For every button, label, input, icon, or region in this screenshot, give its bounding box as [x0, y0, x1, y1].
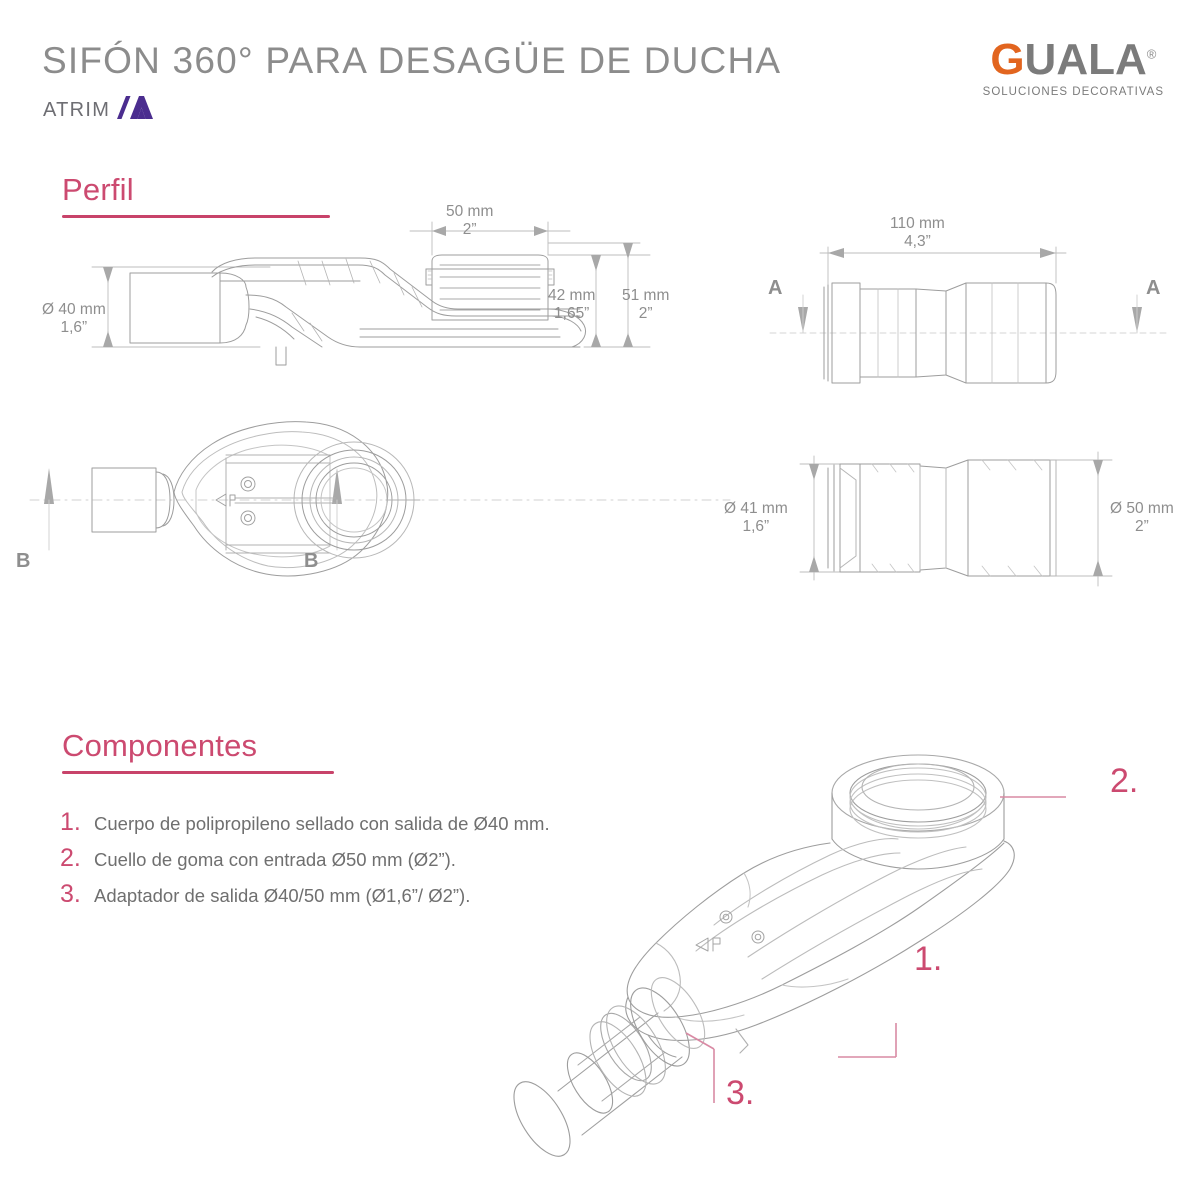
dimension-value: 50 mm — [446, 203, 494, 220]
callout-3: 3. — [726, 1074, 755, 1112]
section-componentes-label: Componentes — [62, 728, 258, 763]
dimension-inches: 2” — [1134, 518, 1149, 536]
section-perfil-label: Perfil — [62, 172, 134, 207]
page-title: SIFÓN 360° PARA DESAGÜE DE DUCHA — [42, 40, 782, 81]
dimension-value: Ø 50 mm — [1110, 500, 1174, 517]
drawing-plan-view: B B — [16, 400, 731, 600]
dimension-adapter-length: 110 mm 4,3” — [890, 215, 945, 252]
list-item-text: Cuello de goma con entrada Ø50 mm (Ø2”). — [94, 849, 456, 870]
guala-wordmark: GUALA® — [983, 38, 1164, 82]
list-item: 3. Adaptador de salida Ø40/50 mm (Ø1,6”/… — [60, 880, 680, 909]
dimension-inches: 4,3” — [904, 233, 931, 251]
dimension-adapter-outlet: Ø 50 mm 2” — [1110, 500, 1174, 537]
atrim-triangle-icon — [117, 96, 155, 124]
section-mark-b-right: B — [304, 550, 319, 572]
section-perfil-heading: Perfil — [62, 172, 330, 218]
section-mark-b-left: B — [16, 550, 31, 572]
guala-logo: GUALA® SOLUCIONES DECORATIVAS — [982, 38, 1164, 99]
brand-name: ATRIM — [43, 98, 111, 121]
callout-1: 1. — [914, 940, 943, 978]
dimension-adapter-inlet: Ø 41 mm 1,6” — [724, 500, 788, 537]
dimension-inches: 1,6” — [60, 319, 88, 337]
dimension-inches: 2” — [638, 305, 653, 323]
section-componentes-underline — [62, 771, 334, 774]
dimension-body-height: 42 mm 1,65” — [548, 287, 595, 324]
list-item-number: 3. — [60, 880, 81, 908]
dimension-value: Ø 41 mm — [724, 500, 788, 517]
list-item: 1. Cuerpo de polipropileno sellado con s… — [60, 808, 680, 837]
drawing-adapter-section-view: Ø 41 mm 1,6” Ø 50 mm 2” — [724, 428, 1180, 608]
drawing-exploded-assembly — [500, 735, 1160, 1157]
section-mark-a-left: A — [768, 277, 783, 299]
leader-line-3-h — [685, 1032, 715, 1050]
dimension-value: 42 mm — [548, 287, 596, 304]
callout-2: 2. — [1110, 762, 1139, 800]
dimension-inches: 1,6” — [742, 518, 770, 536]
guala-tagline: SOLUCIONES DECORATIVAS — [982, 86, 1164, 98]
dimension-value: 110 mm — [890, 215, 945, 232]
section-perfil-underline — [62, 215, 330, 218]
list-item-number: 1. — [60, 808, 81, 836]
drawing-profile-side-view: Ø 40 mm 1,6” 50 mm 2” 42 mm 1,65” 51 mm … — [42, 203, 680, 385]
dimension-value: 51 mm — [622, 287, 670, 304]
list-item-text: Cuerpo de polipropileno sellado con sali… — [94, 813, 550, 834]
drawing-adapter-top-view: 110 mm 4,3” A A — [760, 215, 1180, 395]
dimension-value: Ø 40 mm — [42, 301, 106, 318]
dimension-inches: 1,65” — [554, 305, 590, 323]
dimension-grate-width: 50 mm 2” — [446, 203, 493, 240]
list-item: 2. Cuello de goma con entrada Ø50 mm (Ø2… — [60, 844, 680, 873]
list-item-number: 2. — [60, 844, 81, 872]
dimension-outlet-diameter: Ø 40 mm 1,6” — [42, 301, 106, 338]
registered-icon: ® — [1146, 46, 1157, 62]
guala-g-letter: G — [990, 35, 1025, 84]
section-mark-a-right: A — [1146, 277, 1161, 299]
dimension-total-height: 51 mm 2” — [622, 287, 669, 324]
componentes-list: 1. Cuerpo de polipropileno sellado con s… — [60, 808, 680, 916]
section-componentes-heading: Componentes — [62, 728, 334, 774]
list-item-text: Adaptador de salida Ø40/50 mm (Ø1,6”/ Ø2… — [94, 885, 471, 906]
brand-row: ATRIM — [43, 96, 155, 124]
guala-rest-letters: UALA — [1024, 35, 1147, 84]
dimension-inches: 2” — [462, 221, 477, 239]
